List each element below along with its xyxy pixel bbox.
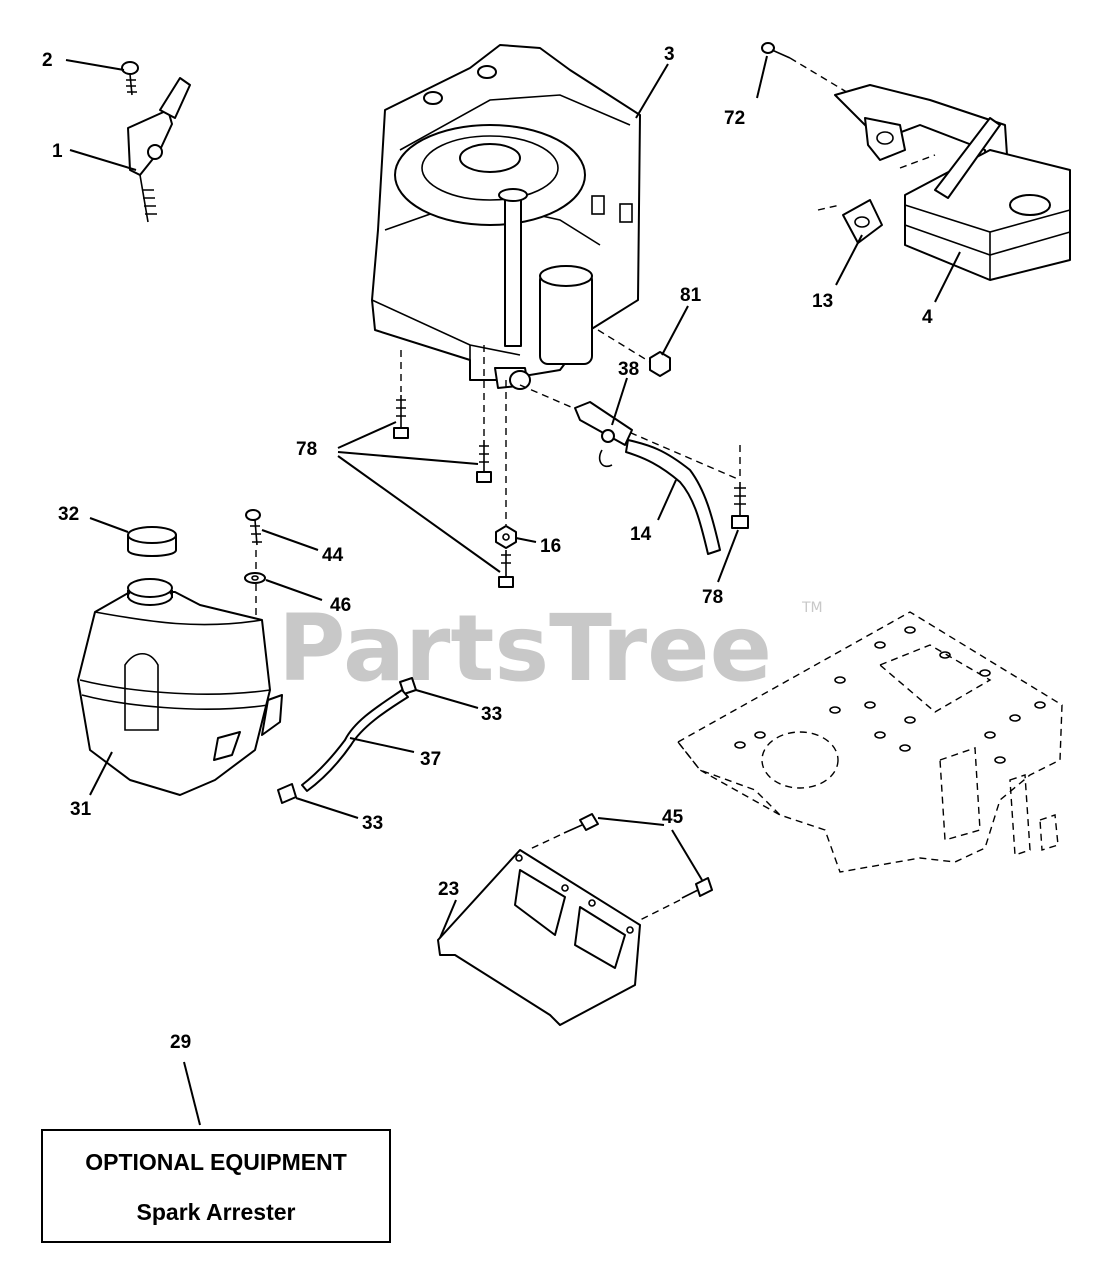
callout-33-upper: 33	[481, 704, 502, 725]
nut-16-part	[495, 525, 517, 549]
washer-46-part	[244, 572, 266, 584]
gasket-13-part	[842, 199, 883, 244]
callout-16: 16	[540, 536, 561, 557]
bolt-78-middle-part	[476, 440, 492, 483]
frame-reference	[676, 611, 1063, 873]
screw-2-part	[121, 61, 139, 96]
callout-46: 46	[330, 595, 351, 616]
callout-45: 45	[662, 807, 684, 828]
optional-equipment-item: Spark Arrester	[137, 1199, 296, 1225]
callout-78-left: 78	[296, 439, 317, 460]
fuel-hose-37-part	[301, 689, 409, 792]
throttle-control-part	[127, 77, 191, 223]
callout-29: 29	[170, 1032, 191, 1053]
callout-14: 14	[630, 524, 652, 545]
callout-3: 3	[664, 44, 675, 65]
bolt-78-lower-part	[498, 550, 514, 588]
callout-32: 32	[58, 504, 79, 525]
callout-78-right: 78	[702, 587, 723, 608]
bolt-45-lower-part	[681, 877, 713, 899]
optional-equipment-title: OPTIONAL EQUIPMENT	[85, 1149, 347, 1175]
callout-1: 1	[52, 141, 63, 162]
screw-44-part	[245, 509, 262, 546]
callout-38: 38	[618, 359, 639, 380]
watermark-text: PartsTree	[278, 595, 772, 702]
nut-81-part	[649, 351, 671, 377]
callout-31: 31	[70, 799, 92, 820]
bolt-72-part	[761, 42, 791, 59]
callout-81: 81	[680, 285, 702, 306]
leader-lines	[65, 55, 961, 1126]
callout-23: 23	[438, 879, 459, 900]
fuel-tank-part	[77, 578, 283, 796]
bolt-78-left-part	[393, 395, 409, 439]
watermark-trademark: TM	[801, 600, 823, 616]
callout-13: 13	[812, 291, 833, 312]
fuel-filter-part	[574, 401, 633, 468]
callout-33-lower: 33	[362, 813, 383, 834]
gas-cap-part	[127, 526, 177, 557]
callout-2: 2	[42, 50, 53, 71]
muffler-part	[834, 84, 1071, 281]
bolt-45-upper-part	[563, 813, 599, 834]
clamp-33-lower-part	[277, 783, 297, 804]
optional-equipment-box: OPTIONAL EQUIPMENT Spark Arrester	[41, 1129, 391, 1243]
callout-37: 37	[420, 749, 441, 770]
callout-4: 4	[922, 307, 933, 328]
callout-72: 72	[724, 108, 745, 129]
bolt-78-right-part	[731, 482, 749, 529]
engine-part	[371, 44, 641, 390]
heat-shield-part	[437, 849, 641, 1026]
callout-44: 44	[322, 545, 344, 566]
fuel-line-14-part	[625, 439, 721, 555]
